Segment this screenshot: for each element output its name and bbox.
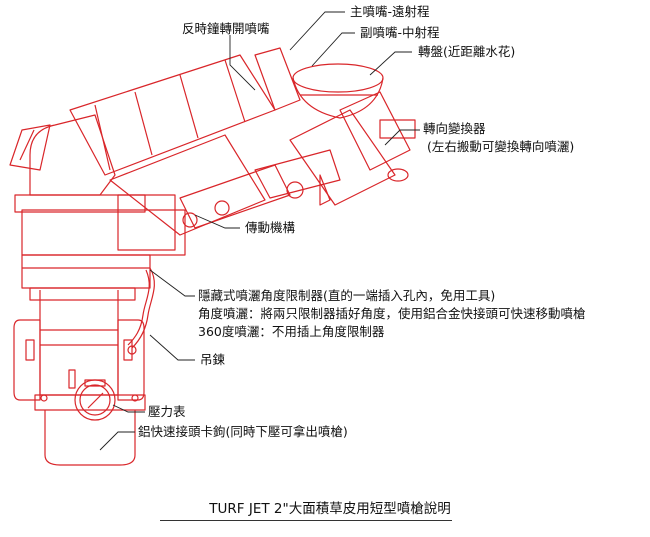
label-sub-nozzle: 副噴嘴-中射程: [360, 25, 440, 40]
sprinkler-drawing: [9, 47, 416, 466]
leader-limiter: [149, 269, 195, 297]
diagram-title: TURF JET 2"大面積草皮用短型噴槍說明: [209, 501, 451, 517]
label-direction-changer: 轉向變換器: [423, 121, 486, 136]
leader-main-nozzle: [289, 11, 345, 51]
leader-gauge: [112, 404, 145, 413]
turntable-drawing: [289, 63, 416, 206]
label-main-nozzle: 主噴嘴-遠射程: [350, 4, 430, 19]
elbow-riser: [9, 114, 116, 196]
label-quick-coupling: 鋁快速接頭卡鉤(同時下壓可拿出噴槍): [138, 424, 348, 439]
label-pressure-gauge: 壓力表: [148, 404, 186, 419]
label-turntable: 轉盤(近距離水花): [418, 44, 516, 59]
barrel-assembly: [69, 47, 341, 236]
label-anticlockwise-nozzle: 反時鐘轉開噴嘴: [182, 21, 270, 36]
leader-sub-nozzle: [311, 32, 355, 67]
label-chain: 吊鍊: [200, 352, 226, 367]
leader-lines: [99, 11, 420, 451]
label-direction-changer-note: (左右搬動可變換轉向噴灑): [427, 139, 575, 154]
label-drive-mechanism: 傳動機構: [245, 220, 296, 235]
leader-anticlockwise: [229, 35, 256, 91]
leader-chain: [149, 334, 195, 361]
label-limiter-2: 角度噴灑：將兩只限制器插好角度，使用鋁合金快接頭可快速移動噴槍: [198, 306, 586, 321]
label-limiter-3: 360度噴灑：不用插上角度限制器: [198, 324, 385, 339]
label-limiter-1: 隱藏式噴灑角度限制器(直的一端插入孔內，免用工具): [198, 288, 496, 303]
quick-coupling-body: [13, 319, 146, 466]
leader-direction-changer: [384, 129, 420, 146]
pressure-gauge-drawing: [68, 369, 116, 421]
leader-drive: [194, 214, 240, 229]
leader-coupling: [99, 431, 135, 451]
middle-housing: [14, 194, 186, 330]
title-underline: [160, 520, 452, 521]
chain-drawing: [127, 267, 155, 355]
leader-turntable: [369, 51, 412, 76]
